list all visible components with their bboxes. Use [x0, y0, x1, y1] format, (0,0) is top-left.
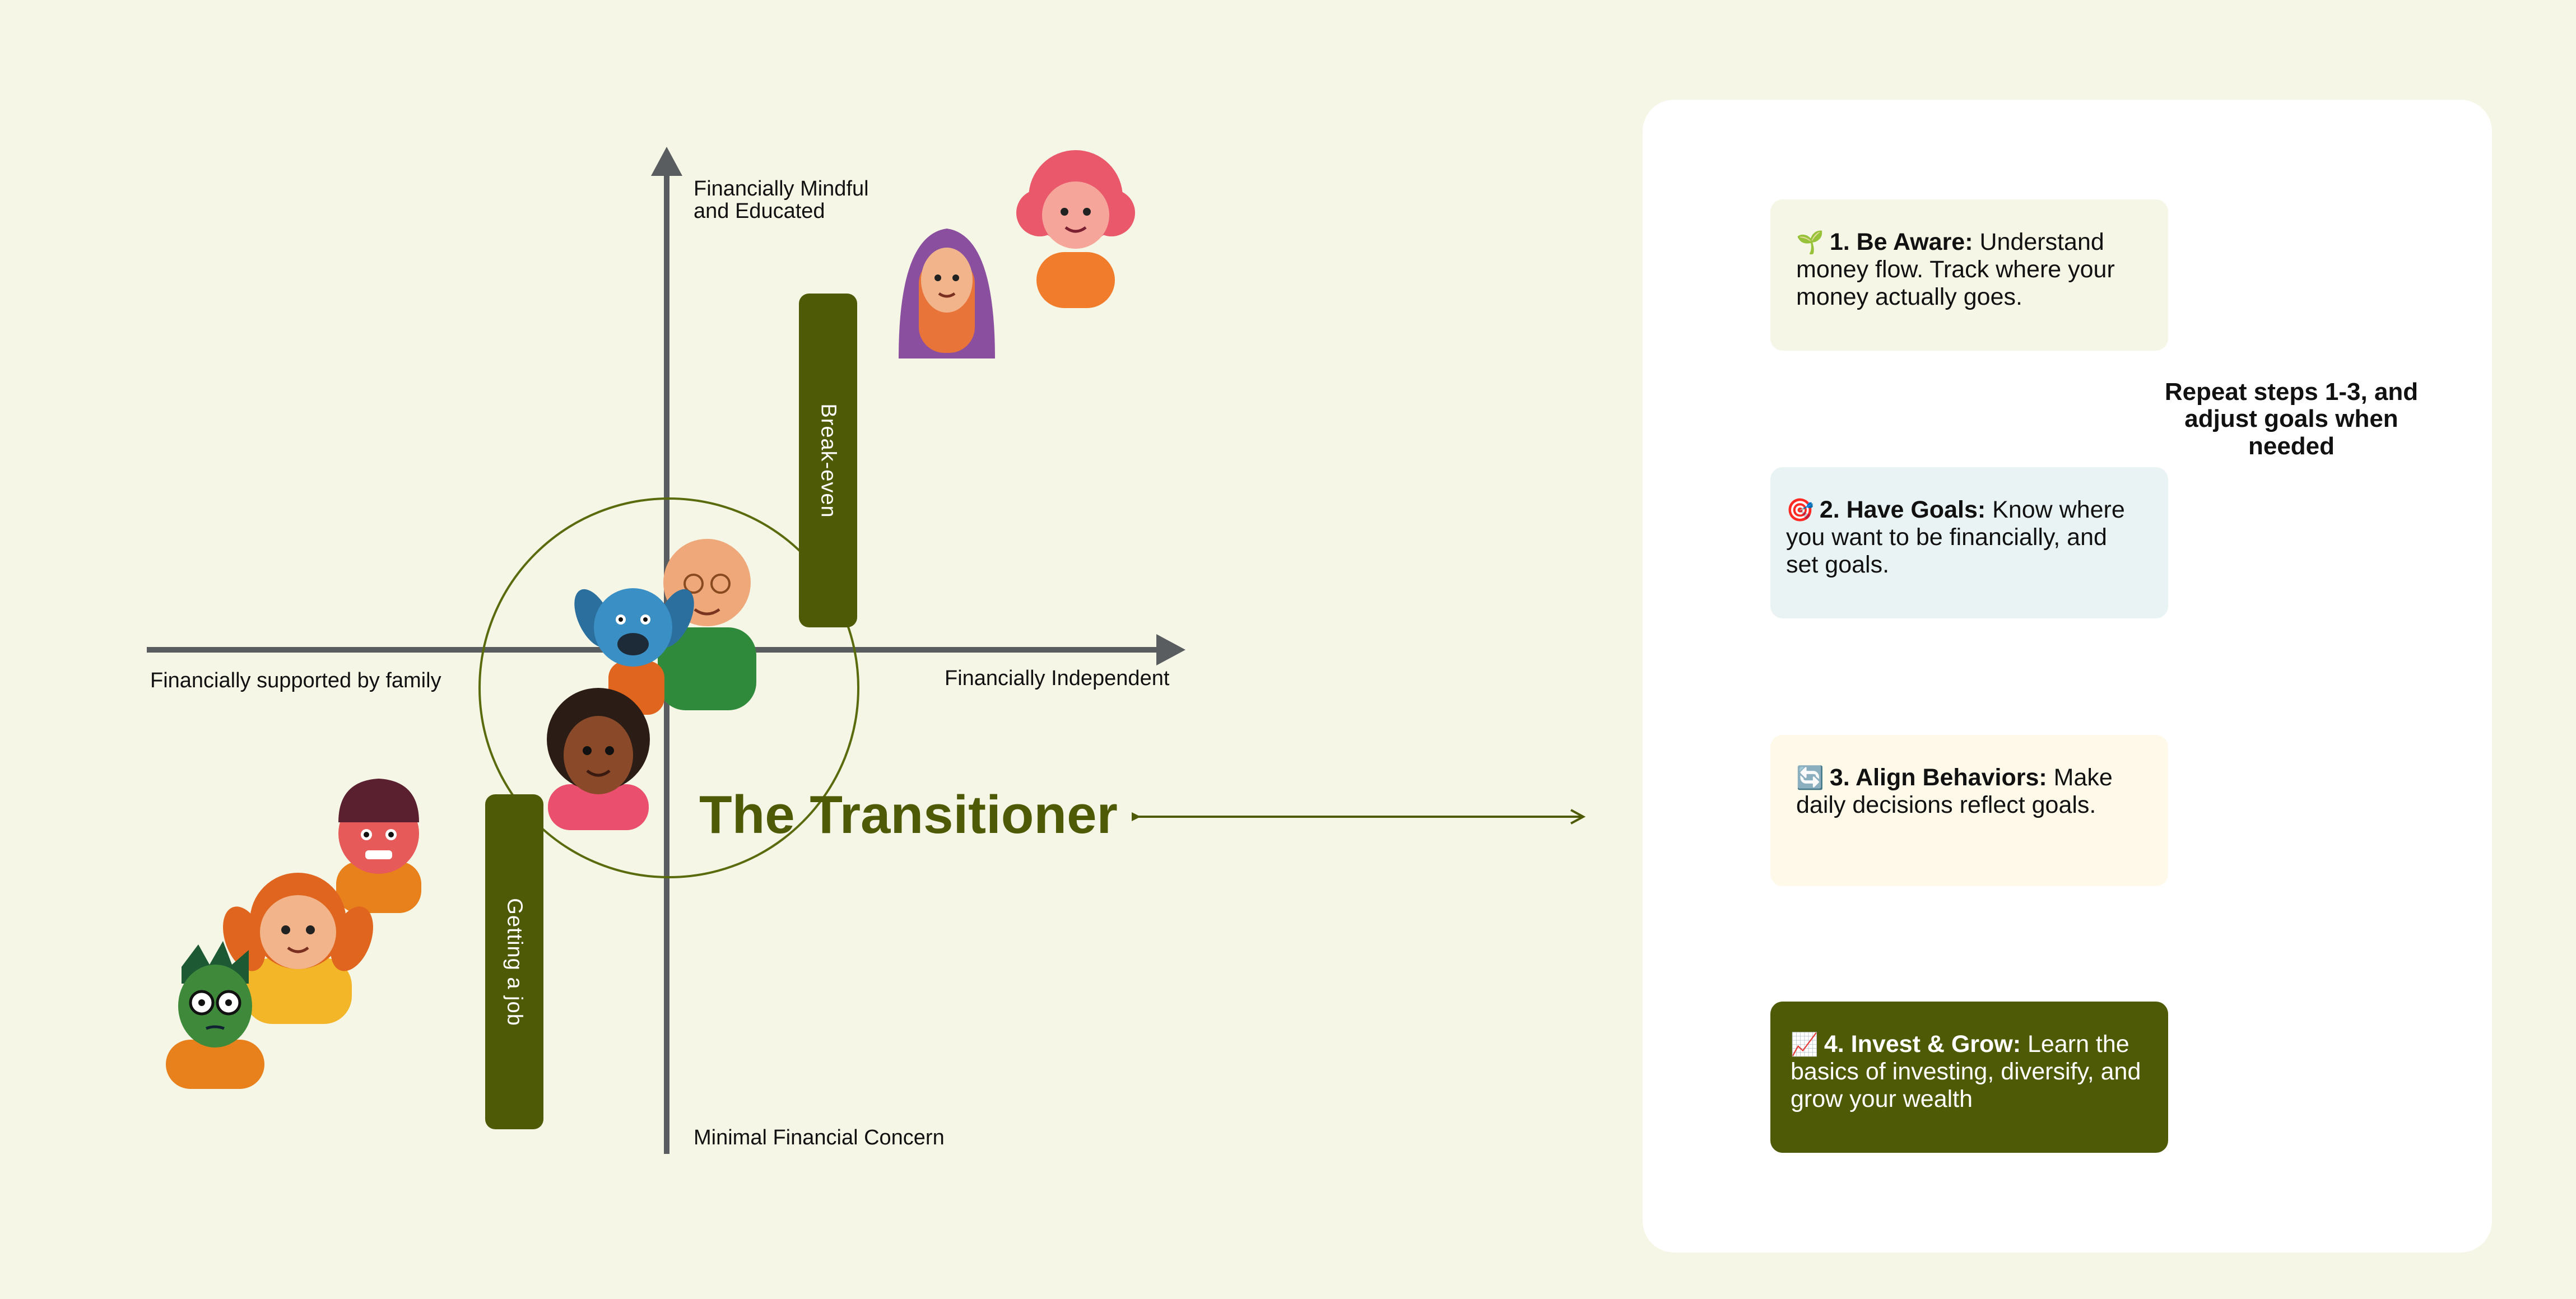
avatar-purple-hood-girl [899, 229, 995, 358]
axis-label-bottom: Minimal Financial Concern [694, 1127, 945, 1149]
step-4-card: 📈4. Invest & Grow: Learn the basics of i… [1770, 1002, 2168, 1153]
step-3-card: 🔄3. Align Behaviors: Make daily decision… [1770, 735, 2168, 886]
seedling-icon: 🌱 [1796, 230, 1824, 255]
step-1-title: 1. Be Aware: [1830, 229, 1973, 255]
target-icon: 🎯 [1786, 498, 1814, 523]
break-even-bar: Break-even [799, 294, 857, 627]
avatar-beanie-guy [336, 779, 421, 913]
step-3-title: 3. Align Behaviors: [1830, 764, 2047, 791]
chart-increasing-icon: 📈 [1791, 1032, 1819, 1057]
step-4-title: 4. Invest & Grow: [1824, 1031, 2021, 1058]
title-connector-start-arrowhead [1132, 812, 1141, 821]
horizontal-axis-arrowhead [1156, 634, 1185, 665]
axis-label-left: Financially supported by family [150, 670, 441, 692]
axis-label-right: Financially Independent [945, 668, 1169, 690]
axis-label-top: Financially Mindful and Educated [694, 178, 869, 223]
repeat-steps-note: Repeat steps 1-3, and adjust goals when … [2140, 379, 2443, 460]
vertical-axis-arrowhead [651, 147, 682, 176]
cycle-arrows-icon: 🔄 [1796, 766, 1824, 790]
getting-job-bar: Getting a job [485, 794, 543, 1129]
step-2-title: 2. Have Goals: [1820, 496, 1986, 523]
persona-title: The Transitioner [699, 784, 1118, 846]
avatar-curly-red-hair-girl [1016, 150, 1135, 308]
step-1-card: 🌱1. Be Aware: Understand money flow. Tra… [1770, 199, 2168, 351]
avatar-curly-dark-hair-girl [547, 688, 650, 830]
break-even-label: Break-even [816, 403, 840, 518]
step-2-card: 🎯2. Have Goals: Know where you want to b… [1770, 467, 2168, 618]
getting-job-label: Getting a job [503, 898, 527, 1026]
